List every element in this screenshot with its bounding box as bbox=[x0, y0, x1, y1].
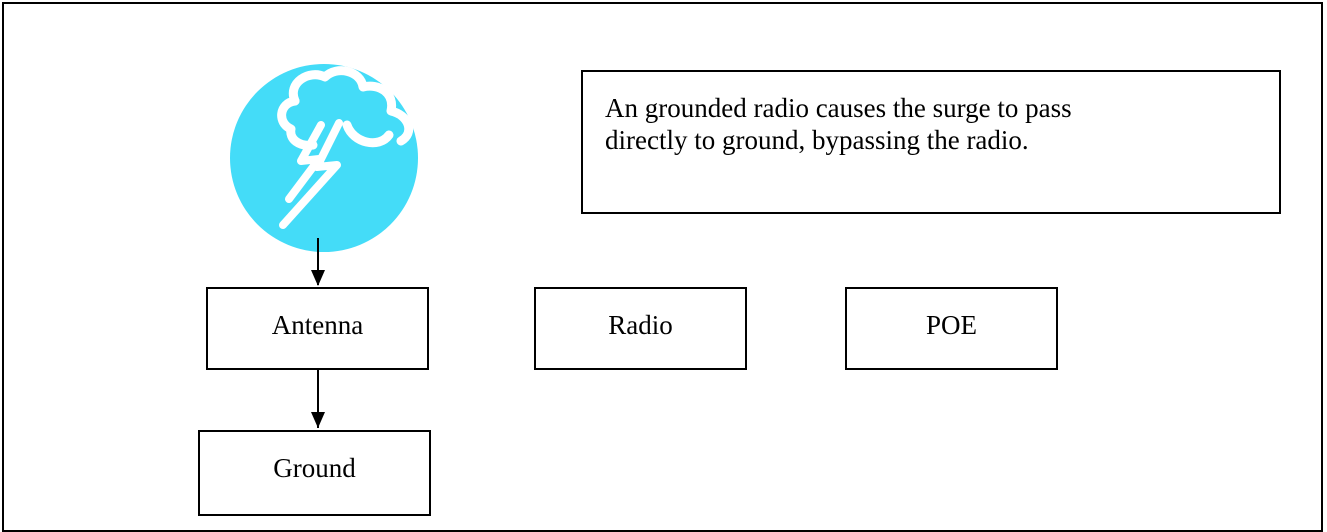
radio-label: Radio bbox=[608, 310, 673, 340]
poe-label: POE bbox=[925, 310, 977, 340]
arrowhead-storm-to-antenna bbox=[311, 270, 325, 286]
poe-node: POE bbox=[845, 287, 1058, 370]
explanation-note: An grounded radio causes the surge to pa… bbox=[581, 70, 1281, 214]
note-line-1: An grounded radio causes the surge to pa… bbox=[605, 93, 1072, 123]
arrowhead-antenna-to-ground bbox=[311, 412, 325, 428]
antenna-label: Antenna bbox=[271, 310, 364, 340]
ground-node: Ground bbox=[198, 430, 431, 516]
note-line-2: directly to ground, bypassing the radio. bbox=[605, 125, 1029, 155]
radio-node: Radio bbox=[534, 287, 747, 370]
ground-label: Ground bbox=[273, 453, 356, 483]
lightning-storm-icon bbox=[230, 64, 418, 252]
antenna-node: Antenna bbox=[206, 287, 429, 370]
